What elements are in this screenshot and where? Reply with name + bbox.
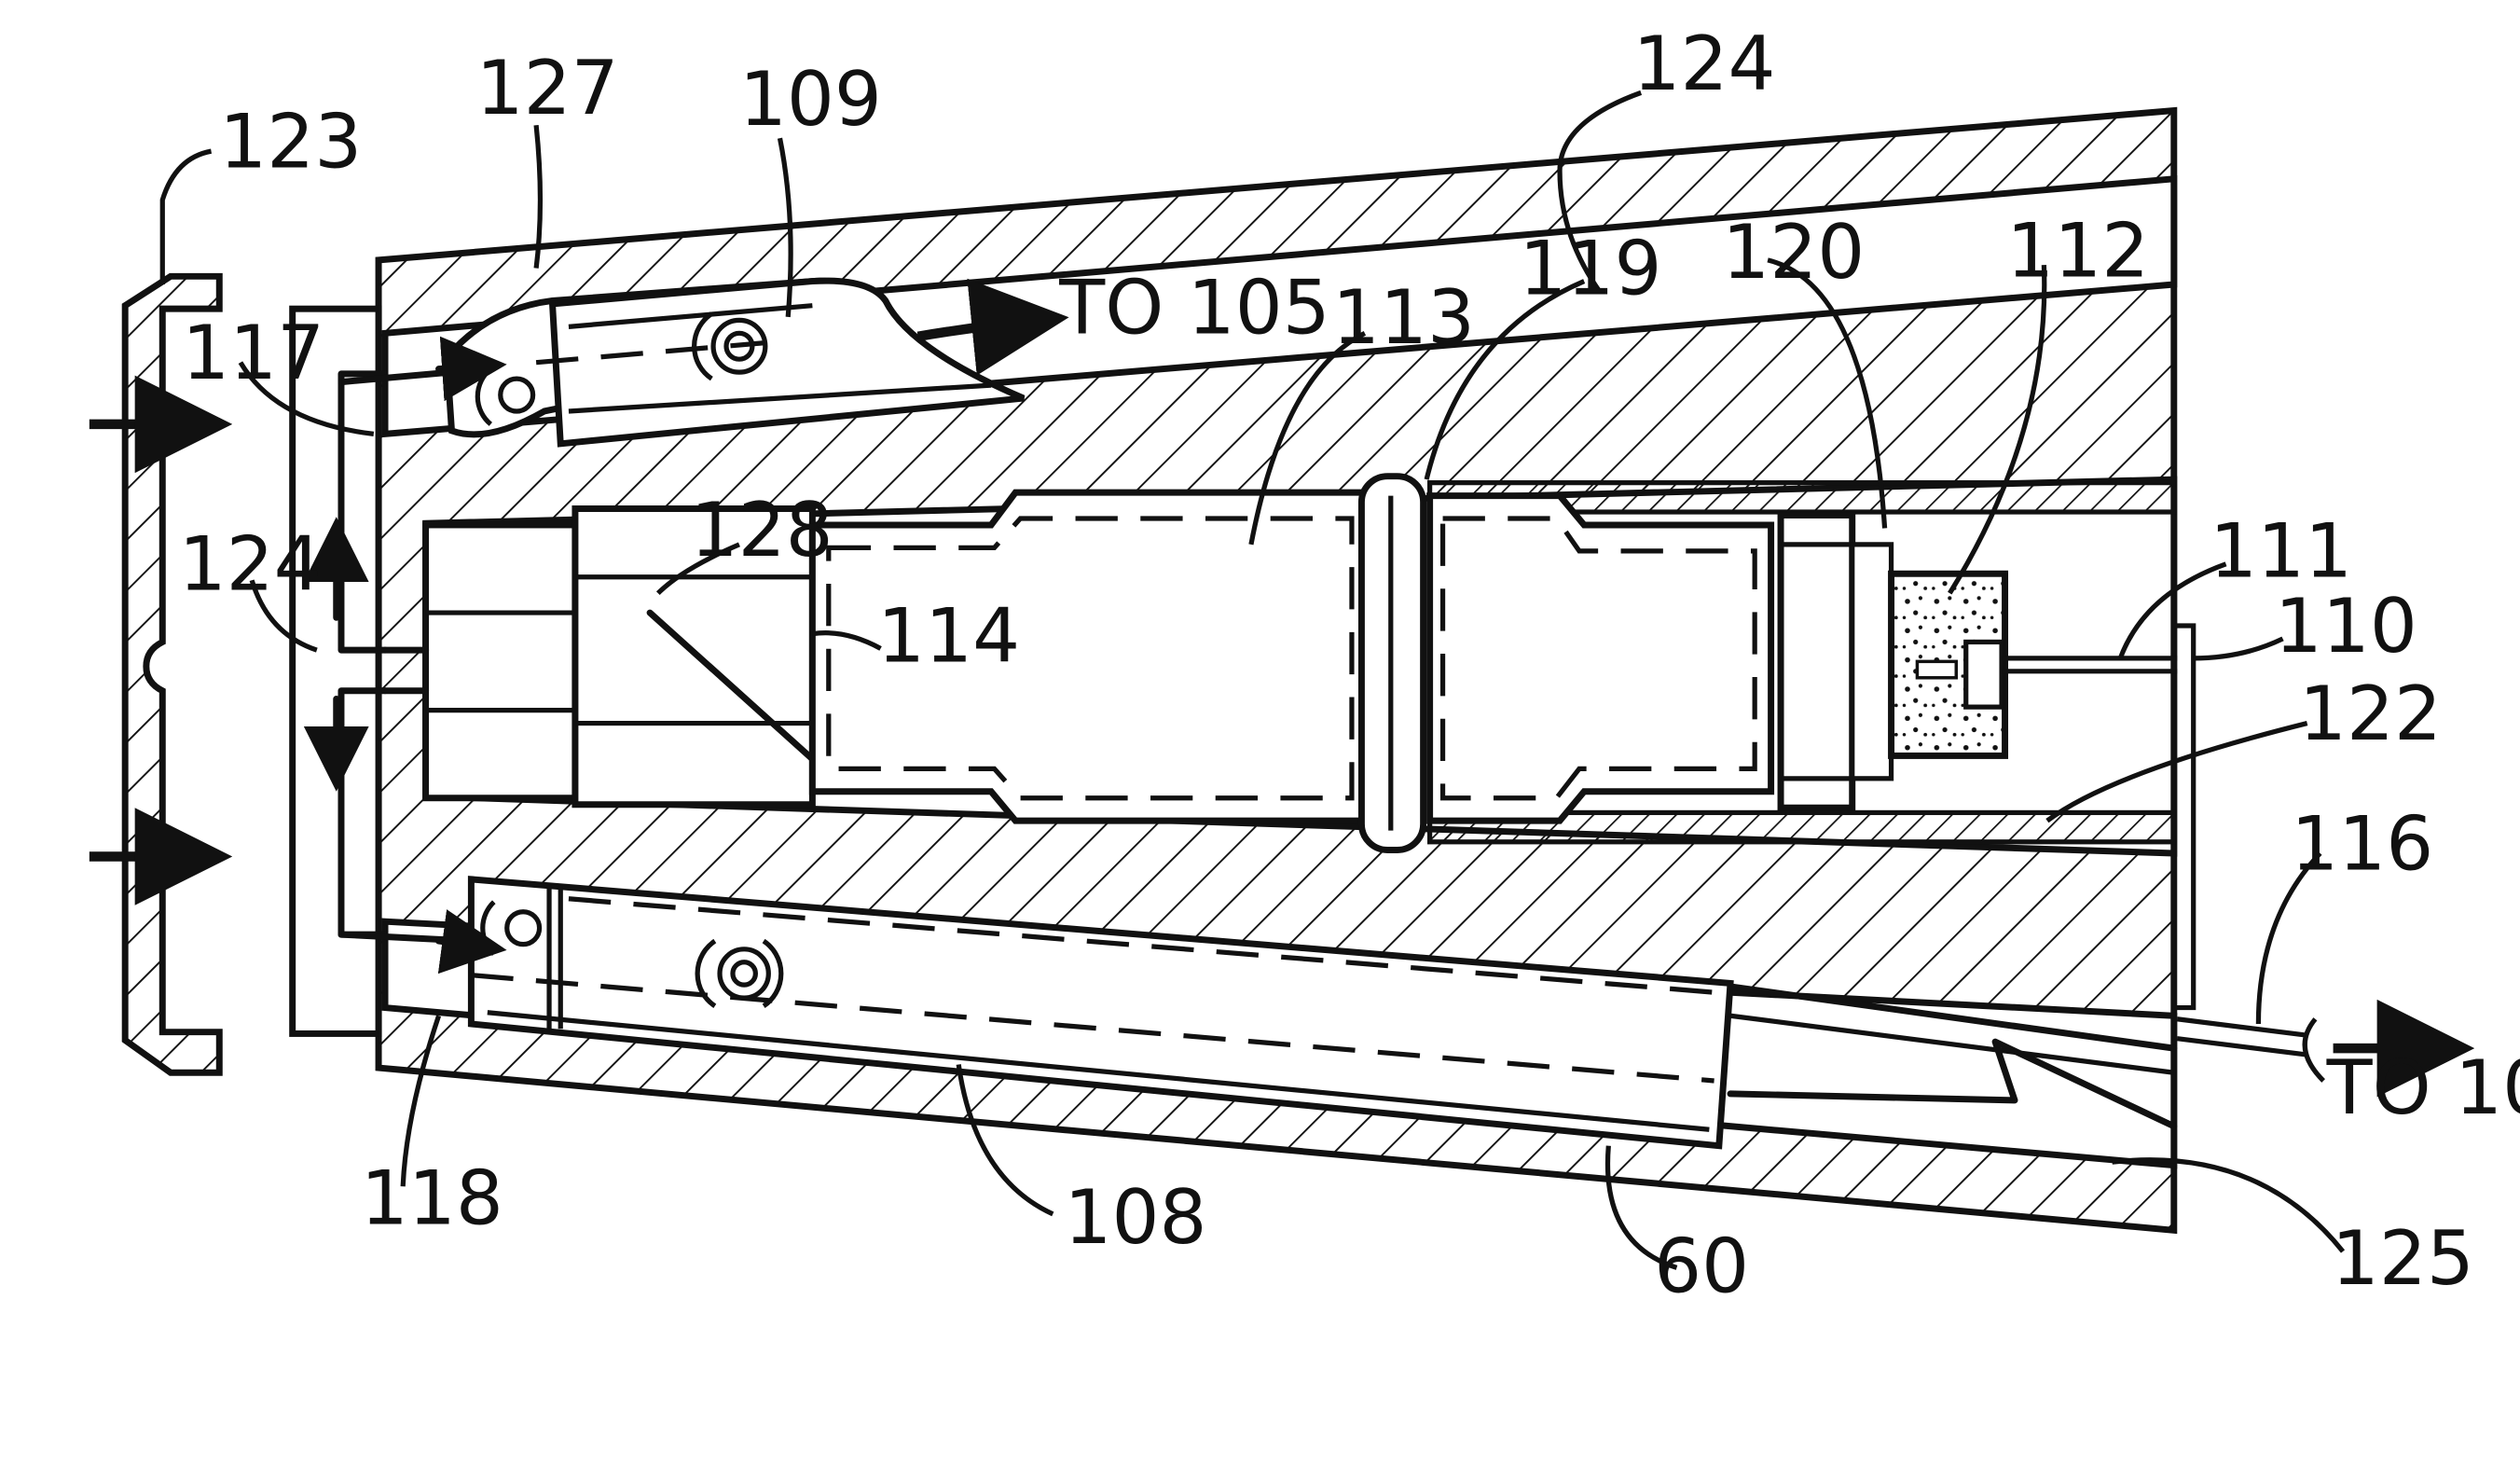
label-120: 120 xyxy=(1722,209,1865,296)
label-124-top: 124 xyxy=(1632,21,1775,107)
label-111: 111 xyxy=(2210,508,2352,595)
label-112: 112 xyxy=(2006,207,2149,294)
label-108: 108 xyxy=(1064,1174,1206,1261)
label-113: 113 xyxy=(1332,274,1475,361)
label-123: 123 xyxy=(219,99,362,186)
label-to-106: TO 106 xyxy=(2326,1044,2520,1131)
label-122: 122 xyxy=(2299,670,2442,757)
label-60: 60 xyxy=(1654,1223,1749,1310)
label-to-105: TO 105 xyxy=(1058,264,1330,351)
label-127: 127 xyxy=(476,45,619,131)
label-109: 109 xyxy=(739,56,882,143)
label-119: 119 xyxy=(1519,225,1661,311)
label-128: 128 xyxy=(691,487,833,574)
label-118: 118 xyxy=(361,1154,503,1241)
label-116: 116 xyxy=(2291,800,2433,887)
seal-ring-119 xyxy=(1361,477,1423,850)
collar-120 xyxy=(1781,516,1892,809)
label-117: 117 xyxy=(182,310,324,396)
label-114: 114 xyxy=(877,592,1020,679)
initiator-112 xyxy=(1892,574,2005,755)
label-110: 110 xyxy=(2275,583,2417,670)
label-124-left: 124 xyxy=(179,521,322,608)
label-125: 125 xyxy=(2332,1215,2474,1302)
